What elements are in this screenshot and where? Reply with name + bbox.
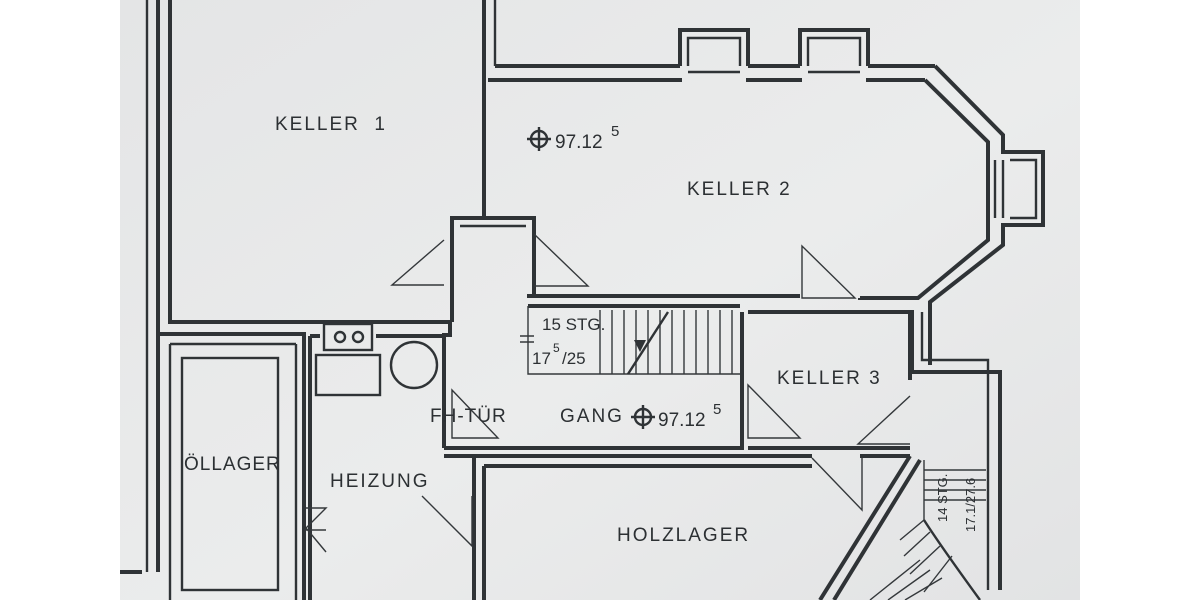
label-heizung: HEIZUNG <box>330 471 430 492</box>
label-oellager: ÖLLAGER <box>184 454 281 475</box>
elevation-keller2-sup: 5 <box>611 123 619 140</box>
elevation-marker-gang <box>631 405 655 429</box>
main-stair <box>520 306 740 375</box>
main-stair-rise-sup: 5 <box>553 341 560 355</box>
label-holzlager: HOLZLAGER <box>617 525 750 546</box>
walls <box>120 0 1045 600</box>
elevation-keller2: 97.12 <box>555 132 603 153</box>
elevation-marker-keller2 <box>527 127 551 151</box>
main-stair-rise: 17 <box>532 349 551 368</box>
fixtures <box>180 322 439 592</box>
boiler-icon <box>389 340 439 390</box>
label-keller3: KELLER 3 <box>777 368 882 389</box>
elevation-gang-sup: 5 <box>713 401 721 418</box>
oil-tank-icon <box>180 356 280 592</box>
side-stair-dims: 17.1/27.6 <box>963 478 978 532</box>
paper-background <box>120 0 1080 600</box>
label-gang: GANG <box>560 406 624 427</box>
door-swings <box>304 233 911 553</box>
label-keller1: KELLER 1 <box>275 114 387 135</box>
elevation-gang: 97.12 <box>658 410 706 431</box>
label-keller2: KELLER 2 <box>687 179 792 200</box>
tank-icon <box>314 353 382 397</box>
double-sink-icon <box>322 322 374 352</box>
side-stair <box>869 460 986 600</box>
label-fh-tuer: FH-TÜR <box>430 406 507 427</box>
main-stair-run: /25 <box>562 349 586 368</box>
main-stair-steps: 15 STG. <box>542 315 605 334</box>
side-stair-steps: 14 STG. <box>935 474 950 522</box>
